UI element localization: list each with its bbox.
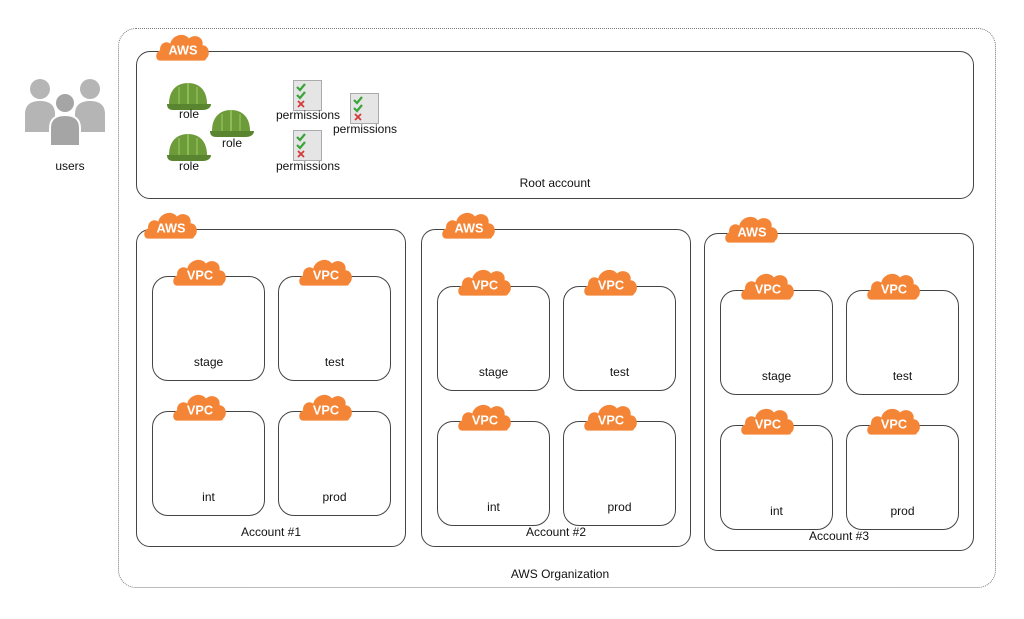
aws-cloud-icon: AWS (143, 207, 199, 243)
aws-cloud-icon: AWS (441, 207, 497, 243)
svg-text:AWS: AWS (455, 221, 484, 236)
vpc-label: stage (478, 365, 509, 379)
svg-text:VPC: VPC (313, 403, 339, 418)
vpc-cloud-icon: VPC (298, 389, 354, 425)
account-label: Account #2 (525, 525, 587, 539)
vpc-label: test (609, 365, 630, 379)
vpc-box (563, 421, 676, 526)
vpc-cloud-icon: VPC (298, 254, 354, 290)
role-label: role (178, 107, 199, 121)
vpc-label: stage (761, 369, 792, 383)
vpc-label: stage (193, 355, 224, 369)
vpc-label: test (892, 369, 913, 383)
svg-text:AWS: AWS (157, 221, 186, 236)
root-account-box (136, 51, 974, 199)
vpc-label: test (324, 355, 345, 369)
permissions-label: permissions (332, 122, 398, 136)
vpc-cloud-icon: VPC (583, 264, 639, 300)
vpc-cloud-icon: VPC (740, 403, 796, 439)
vpc-cloud-icon: VPC (866, 403, 922, 439)
account-label: Account #1 (240, 525, 302, 539)
svg-text:VPC: VPC (472, 278, 498, 293)
organization-boundary (118, 28, 996, 588)
vpc-box (278, 276, 391, 381)
vpc-label: int (770, 504, 783, 518)
svg-text:VPC: VPC (881, 417, 907, 432)
aws-cloud-icon: AWS (155, 29, 211, 65)
checklist-icon (350, 93, 380, 125)
vpc-box (437, 421, 550, 526)
svg-text:VPC: VPC (755, 282, 781, 297)
vpc-box (720, 425, 833, 530)
vpc-cloud-icon: VPC (866, 268, 922, 304)
svg-text:VPC: VPC (187, 268, 213, 283)
role-label: role (178, 159, 199, 173)
vpc-label: int (202, 490, 215, 504)
vpc-cloud-icon: VPC (740, 268, 796, 304)
role-label: role (221, 136, 242, 150)
svg-text:AWS: AWS (738, 225, 767, 240)
account-label: Account #3 (808, 529, 870, 543)
aws-cloud-icon: AWS (724, 211, 780, 247)
svg-text:VPC: VPC (313, 268, 339, 283)
helmet-icon (210, 107, 254, 137)
vpc-label: prod (322, 490, 347, 504)
svg-text:VPC: VPC (755, 417, 781, 432)
helmet-icon (167, 80, 211, 110)
svg-text:AWS: AWS (169, 43, 198, 58)
organization-label: AWS Organization (510, 567, 610, 581)
vpc-box (152, 276, 265, 381)
permissions-label: permissions (275, 108, 341, 122)
vpc-box (437, 286, 550, 391)
vpc-cloud-icon: VPC (583, 399, 639, 435)
vpc-box (278, 411, 391, 516)
vpc-box (846, 290, 959, 395)
svg-text:VPC: VPC (472, 413, 498, 428)
vpc-box (720, 290, 833, 395)
vpc-label: prod (890, 504, 915, 518)
svg-text:VPC: VPC (187, 403, 213, 418)
vpc-label: prod (607, 500, 632, 514)
permissions-label: permissions (275, 159, 341, 173)
vpc-box (563, 286, 676, 391)
vpc-cloud-icon: VPC (172, 389, 228, 425)
vpc-cloud-icon: VPC (172, 254, 228, 290)
checklist-icon (293, 130, 323, 162)
svg-text:VPC: VPC (598, 278, 624, 293)
vpc-label: int (487, 500, 500, 514)
svg-text:VPC: VPC (598, 413, 624, 428)
vpc-cloud-icon: VPC (457, 264, 513, 300)
users-group-icon (25, 78, 105, 160)
vpc-cloud-icon: VPC (457, 399, 513, 435)
users-label: users (55, 159, 85, 173)
helmet-icon (167, 131, 211, 161)
root-account-label: Root account (519, 176, 591, 190)
svg-text:VPC: VPC (881, 282, 907, 297)
